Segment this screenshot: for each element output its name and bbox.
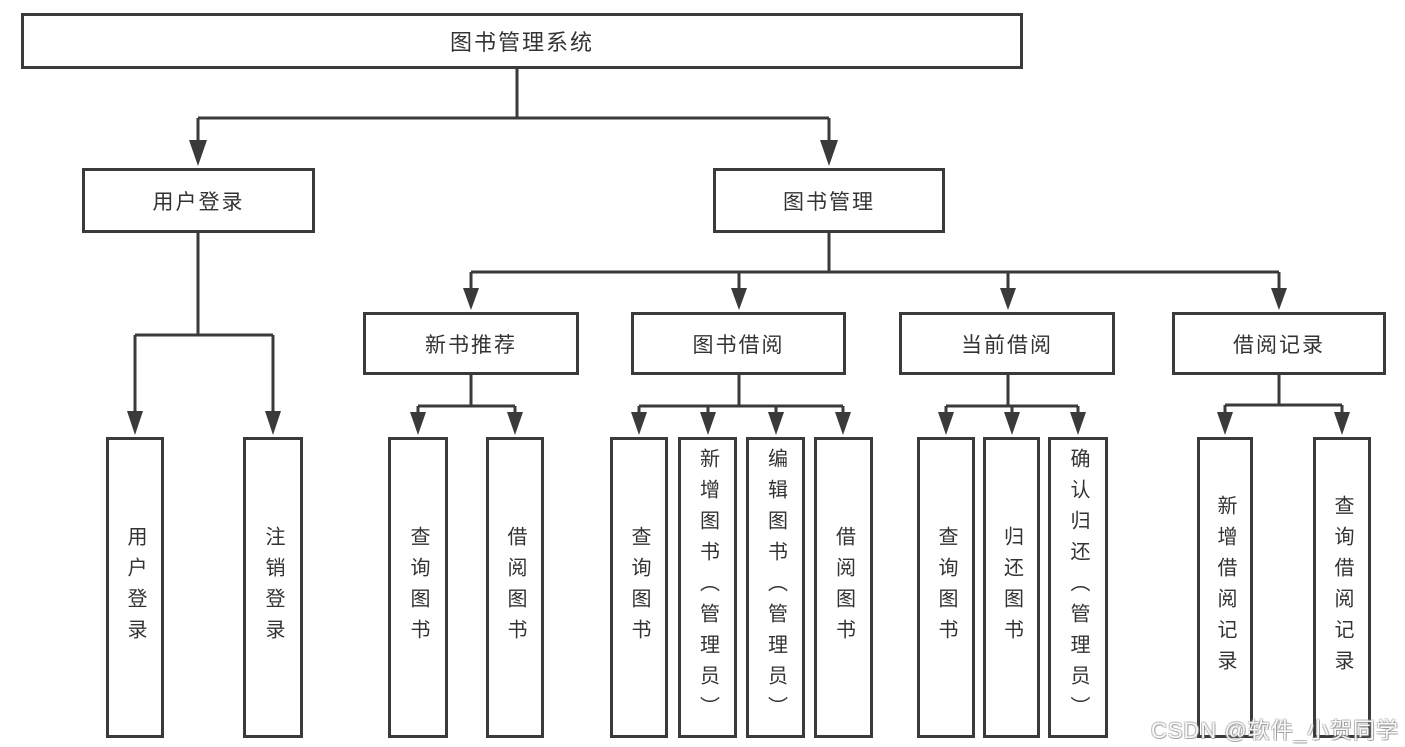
node-label: 查询图书	[935, 525, 957, 650]
node-label: 查询借阅记录	[1331, 494, 1353, 681]
leaf-borrow-book-nb: 借阅图书	[486, 437, 544, 738]
node-user-login: 用户登录	[82, 168, 315, 233]
node-label: 借阅图书	[504, 525, 526, 650]
node-label: 图书管理	[783, 190, 875, 214]
node-label: 归还图书	[1000, 525, 1023, 650]
node-book-borrow: 图书借阅	[631, 312, 846, 375]
leaf-query-book-bb: 查询图书	[610, 437, 668, 738]
node-label: 确认归还（管理员）	[1067, 448, 1089, 727]
node-new-book-recommend: 新书推荐	[363, 312, 579, 375]
csdn-watermark: CSDN @软件_小贺同学	[1150, 718, 1399, 743]
node-label: 查询图书	[407, 525, 429, 650]
node-label: 借阅图书	[832, 525, 855, 650]
leaf-query-book-cb: 查询图书	[917, 437, 975, 738]
node-label: 借阅记录	[1233, 333, 1325, 357]
leaf-add-borrow-record: 新增借阅记录	[1197, 437, 1253, 738]
node-label: 新书推荐	[425, 333, 517, 357]
leaf-query-borrow-record: 查询借阅记录	[1313, 437, 1371, 738]
node-label: 图书管理系统	[449, 30, 594, 55]
leaf-confirm-return-admin: 确认归还（管理员）	[1048, 437, 1108, 738]
node-label: 当前借阅	[961, 333, 1053, 357]
node-label: 新增图书（管理员）	[696, 448, 719, 727]
node-borrow-records: 借阅记录	[1172, 312, 1386, 375]
node-current-borrow: 当前借阅	[899, 312, 1115, 375]
node-label: 新增借阅记录	[1214, 494, 1236, 681]
node-label: 用户登录	[124, 525, 146, 650]
leaf-borrow-book-bb: 借阅图书	[814, 437, 873, 738]
node-label: 编辑图书（管理员）	[764, 448, 787, 727]
leaf-user-login: 用户登录	[106, 437, 164, 738]
leaf-edit-book-admin: 编辑图书（管理员）	[746, 437, 805, 738]
leaf-add-book-admin: 新增图书（管理员）	[678, 437, 737, 738]
leaf-query-book-nb: 查询图书	[388, 437, 448, 738]
node-label: 注销登录	[262, 525, 284, 650]
leaf-return-book: 归还图书	[983, 437, 1040, 738]
node-label: 用户登录	[152, 190, 245, 214]
node-label: 查询图书	[628, 525, 650, 650]
node-label: 图书借阅	[692, 333, 785, 357]
node-book-management: 图书管理	[713, 168, 945, 233]
leaf-logout: 注销登录	[243, 437, 303, 738]
node-root-system: 图书管理系统	[21, 13, 1023, 69]
